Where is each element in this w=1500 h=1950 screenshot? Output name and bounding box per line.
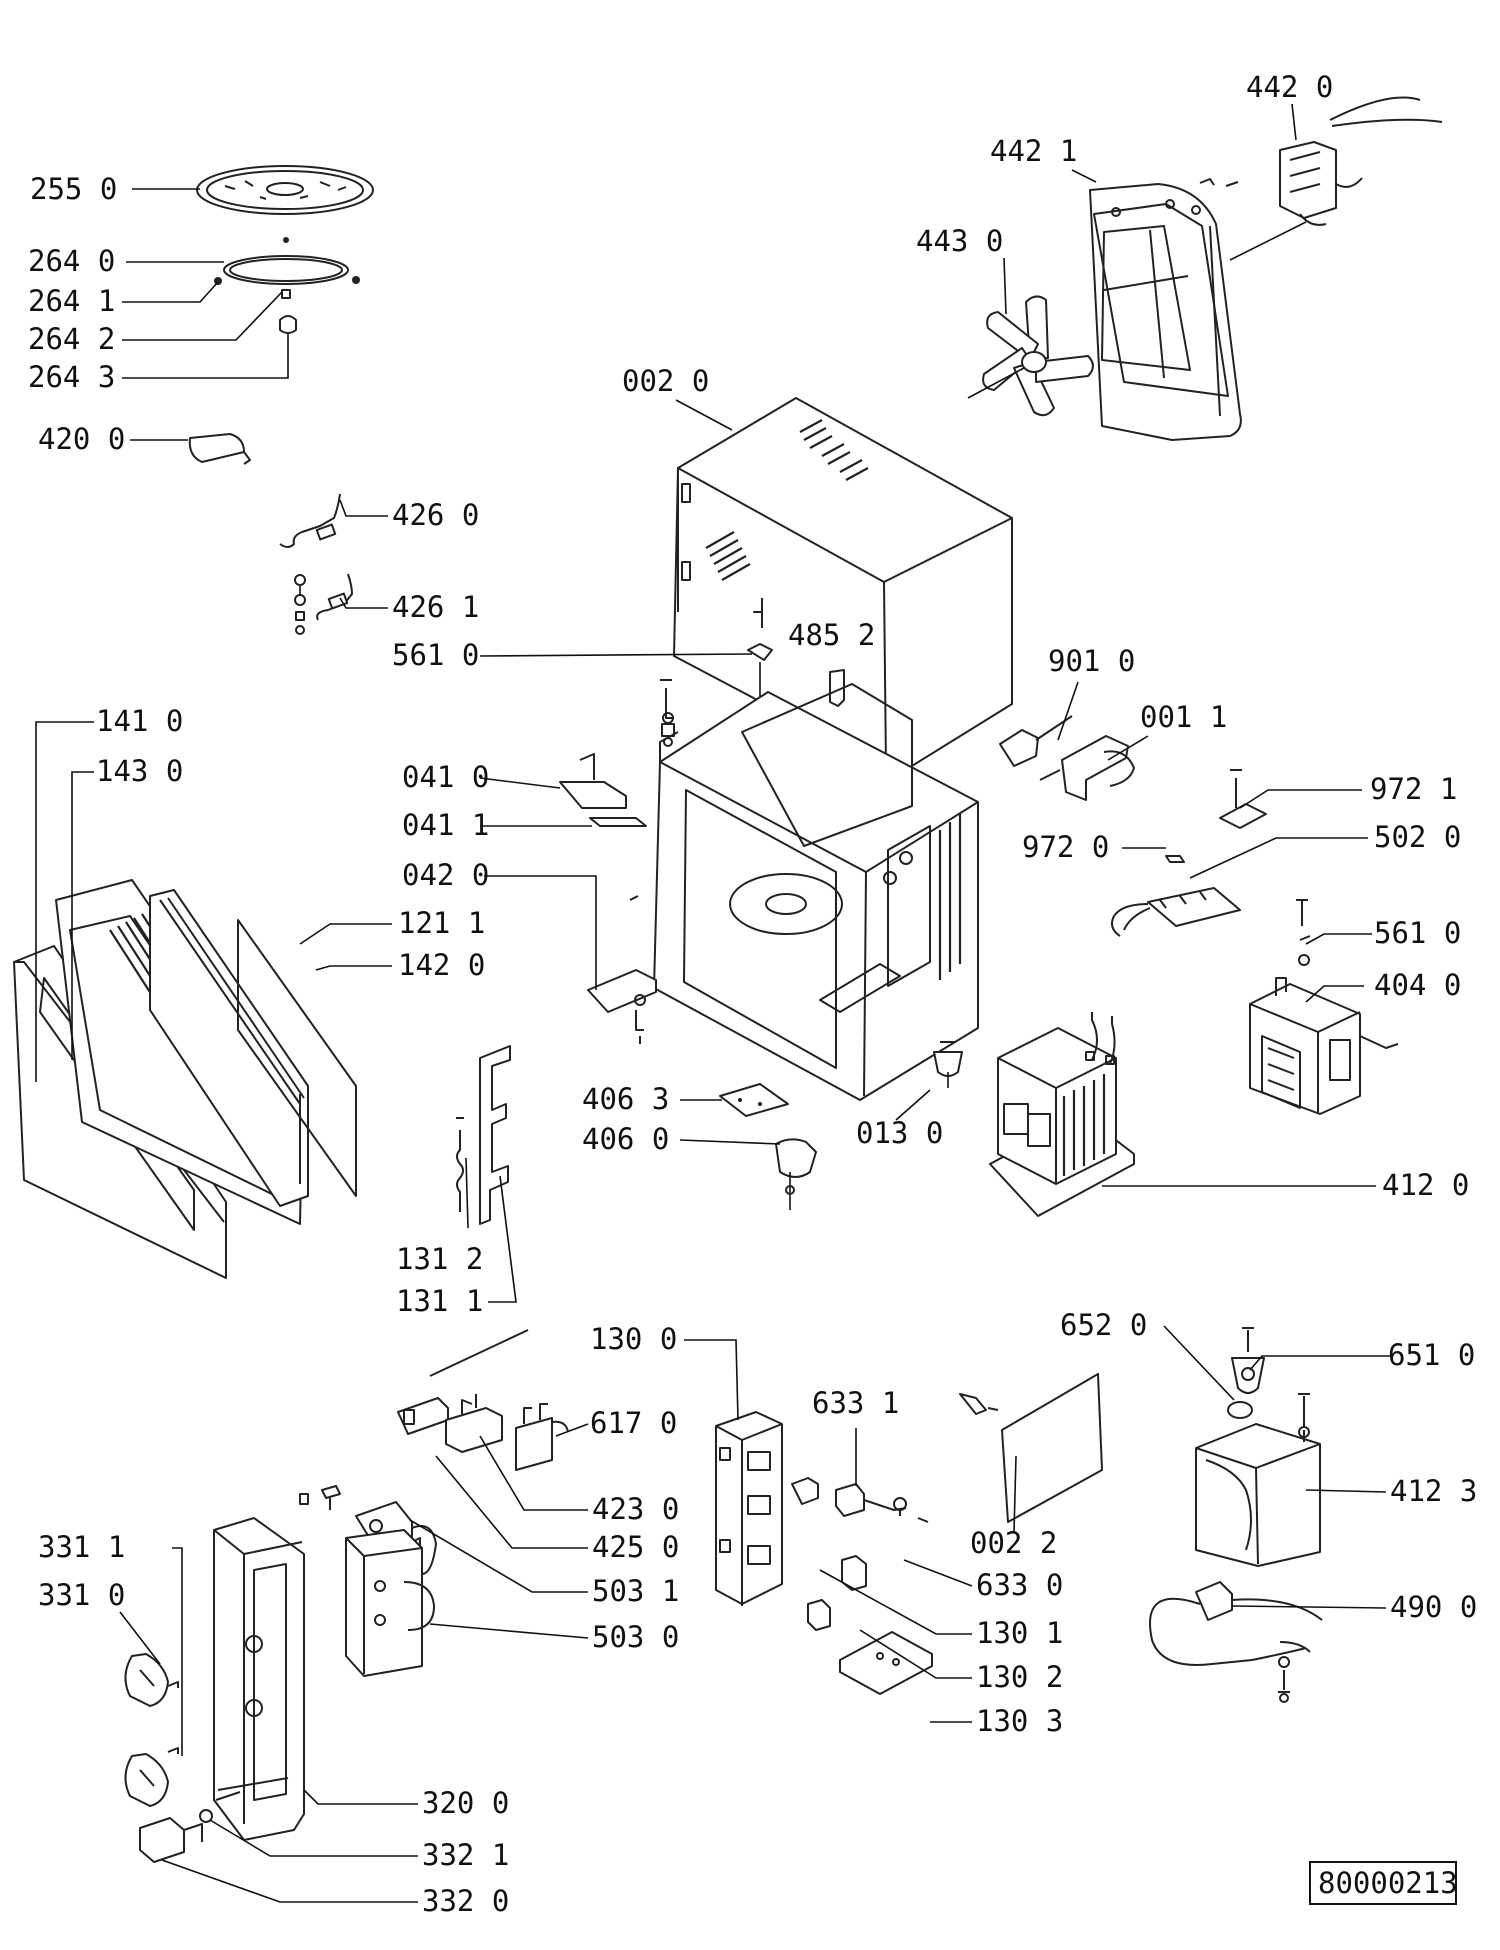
label-002-2: 002 2 [970, 1526, 1057, 1560]
label-331-1: 331 1 [38, 1530, 125, 1564]
part-door-button [139, 1791, 241, 1863]
part-fan-motor [1199, 96, 1443, 261]
label-264-2: 264 2 [28, 322, 115, 356]
label-423-0: 423 0 [592, 1492, 679, 1526]
part-thermal-cutout-fuse-board [999, 715, 1267, 937]
label-264-3: 264 3 [28, 360, 115, 394]
label-013-0: 013 0 [856, 1116, 943, 1150]
part-magnetron [1249, 899, 1399, 1115]
label-412-0: 412 0 [1382, 1168, 1469, 1202]
label-130-1: 130 1 [976, 1616, 1063, 1650]
label-633-0: 633 0 [976, 1568, 1063, 1602]
part-cavity [653, 683, 979, 1101]
label-617-0: 617 0 [590, 1406, 677, 1440]
label-443-0: 443 0 [916, 224, 1003, 258]
label-130-0: 130 0 [590, 1322, 677, 1356]
part-transformer [989, 1012, 1135, 1217]
label-972-1: 972 1 [1370, 772, 1457, 806]
part-mains-cable [1149, 1581, 1323, 1703]
label-041-1: 041 1 [402, 808, 489, 842]
label-426-0: 426 0 [392, 498, 479, 532]
part-outer-casing [673, 397, 1013, 783]
label-121-1: 121 1 [398, 906, 485, 940]
part-knobs [124, 1653, 179, 1807]
label-264-1: 264 1 [28, 284, 115, 318]
label-633-1: 633 1 [812, 1386, 899, 1420]
reference-number: 80000213 [1318, 1866, 1458, 1900]
label-485-2: 485 2 [788, 618, 875, 652]
label-404-0: 404 0 [1374, 968, 1461, 1002]
label-901-0: 901 0 [1048, 644, 1135, 678]
part-labels: 255 0 264 0 264 1 264 2 264 3 420 0 426 … [28, 70, 1477, 1918]
label-001-1: 001 1 [1140, 700, 1227, 734]
label-141-0: 141 0 [96, 704, 183, 738]
label-131-2: 131 2 [396, 1242, 483, 1276]
label-130-2: 130 2 [976, 1660, 1063, 1694]
part-control-panel [213, 1485, 435, 1841]
label-131-1: 131 1 [396, 1284, 483, 1318]
label-002-0: 002 0 [622, 364, 709, 398]
label-332-0: 332 0 [422, 1884, 509, 1918]
label-490-0: 490 0 [1390, 1590, 1477, 1624]
part-motor-cover [719, 1083, 817, 1210]
label-502-0: 502 0 [1374, 820, 1461, 854]
label-426-1: 426 1 [392, 590, 479, 624]
label-503-1: 503 1 [592, 1574, 679, 1608]
part-fan-shroud [1089, 183, 1242, 441]
label-442-1: 442 1 [990, 134, 1077, 168]
part-turntable-motor [933, 1041, 963, 1088]
label-406-0: 406 0 [582, 1122, 669, 1156]
label-041-0: 041 0 [402, 760, 489, 794]
label-042-0: 042 0 [402, 858, 489, 892]
label-142-0: 142 0 [398, 948, 485, 982]
label-255-0: 255 0 [30, 172, 117, 206]
part-lamp-bracket [1195, 1327, 1321, 1567]
part-turntable-plate [196, 165, 374, 215]
part-diodes [279, 493, 353, 635]
part-cover-plate [959, 1373, 1103, 1523]
label-412-3: 412 3 [1390, 1474, 1477, 1508]
label-561-0-b: 561 0 [1374, 916, 1461, 950]
reference-number-box: 80000213 [1309, 1861, 1458, 1905]
part-interlock-bracket [715, 1411, 933, 1695]
label-652-0: 652 0 [1060, 1308, 1147, 1342]
label-651-0: 651 0 [1388, 1338, 1475, 1372]
part-fan-blade [967, 295, 1094, 417]
part-capacitor [188, 433, 251, 465]
part-hinges [559, 679, 675, 1044]
label-972-0: 972 0 [1022, 830, 1109, 864]
part-small-clips [747, 598, 845, 707]
label-442-0: 442 0 [1246, 70, 1333, 104]
label-503-0: 503 0 [592, 1620, 679, 1654]
label-331-0: 331 0 [38, 1578, 125, 1612]
leader-lines [35, 103, 1392, 1903]
label-130-3: 130 3 [976, 1704, 1063, 1738]
label-320-0: 320 0 [422, 1786, 509, 1820]
label-406-3: 406 3 [582, 1082, 669, 1116]
label-332-1: 332 1 [422, 1838, 509, 1872]
part-roller-ring [214, 237, 360, 334]
part-door-latch [456, 1045, 511, 1225]
label-143-0: 143 0 [96, 754, 183, 788]
label-425-0: 425 0 [592, 1530, 679, 1564]
label-264-0: 264 0 [28, 244, 115, 278]
part-door-assembly [13, 879, 357, 1279]
label-420-0: 420 0 [38, 422, 125, 456]
label-561-0-a: 561 0 [392, 638, 479, 672]
